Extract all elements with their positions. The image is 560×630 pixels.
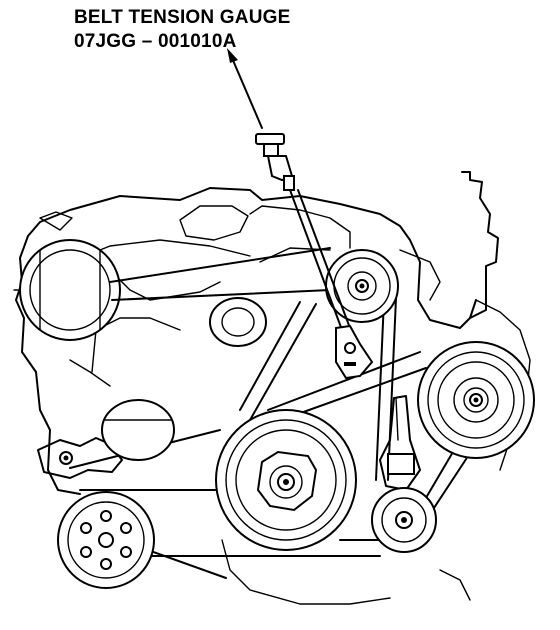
- middle-pulley-left: [101, 399, 175, 461]
- tool-callout: BELT TENSION GAUGE 07JGG – 001010A: [74, 6, 290, 54]
- idler-pulley-left: [209, 297, 267, 347]
- callout-leader-arrow: [227, 48, 263, 129]
- tool-number-label: 07JGG – 001010A: [74, 31, 237, 52]
- water-pump-pulley: [57, 491, 155, 589]
- belt-tension-gauge-tool: [255, 133, 374, 380]
- ac-compressor-pulley: [417, 341, 535, 459]
- bracket-left: [37, 437, 123, 479]
- drive-belt: [69, 247, 477, 579]
- tool-name-label: BELT TENSION GAUGE: [74, 7, 291, 28]
- upper-idler-pulley: [325, 249, 399, 323]
- auto-tensioner: [371, 395, 437, 553]
- alternator: [13, 239, 121, 341]
- crankshaft-pulley: [215, 409, 357, 551]
